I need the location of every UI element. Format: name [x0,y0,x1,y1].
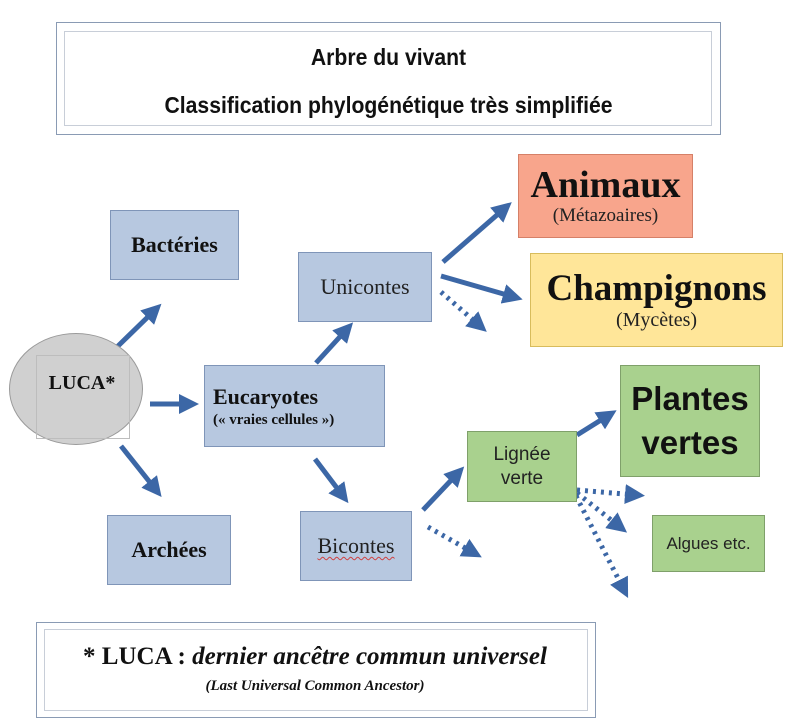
node-animaux-sublabel: (Métazoaires) [552,205,659,226]
footnote-definition-line: * LUCA : dernier ancêtre commun universe… [36,643,594,671]
node-champignons-sublabel: (Mycètes) [615,309,698,331]
node-luca-label: LUCA* [48,372,116,394]
diagram-subtitle: Classification phylogénétique très simpl… [164,92,613,118]
dotted-arrow-lignee-other-1 [576,484,645,505]
node-eucaryotes-sublabel: (« vraies cellules ») [213,411,335,428]
node-plantes-vertes: Plantes vertes [620,365,760,477]
arrow-bicontes-lignee [421,466,465,512]
arrow-luca-archees [119,444,162,498]
node-plantes-vertes-line2: vertes [641,424,739,461]
node-bicontes: Bicontes [300,511,412,581]
node-champignons-label: Champignons [546,268,767,309]
arrow-eucaryotes-unicontes [314,322,354,365]
dotted-arrow-lignee-other-2 [573,494,629,599]
dotted-arrow-bicontes-other [426,524,482,558]
arrow-unicontes-animaux [441,202,512,264]
node-unicontes: Unicontes [298,252,432,322]
dotted-arrow-unicontes-other [439,290,487,332]
node-eucaryotes: Eucaryotes (« vraies cellules ») [204,365,385,447]
node-lignee-verte-line1: Lignée [493,443,551,465]
node-animaux-label: Animaux [530,164,681,206]
arrow-unicontes-champignons [440,273,523,304]
node-bacteries-label: Bactéries [131,232,218,257]
node-luca-inner-frame [36,355,130,439]
arrow-luca-bacteries [115,303,162,349]
node-algues: Algues etc. [652,515,765,572]
node-animaux: Animaux (Métazoaires) [518,154,693,238]
footnote-english: (Last Universal Common Ancestor) [205,678,425,694]
node-lignee-verte: Lignée verte [467,431,577,502]
node-bacteries: Bactéries [110,210,239,280]
node-archees-label: Archées [131,537,207,562]
title-inner-frame [64,31,712,126]
node-unicontes-label: Unicontes [320,274,410,299]
arrow-lignee-plantes [575,410,617,438]
node-bicontes-label: Bicontes [317,533,395,558]
title-frame [56,22,721,135]
node-lignee-verte-line2: verte [500,467,544,489]
node-algues-label: Algues etc. [666,533,751,553]
footnote-frame [36,622,596,718]
diagram-title: Arbre du vivant [310,44,467,70]
node-plantes-vertes-line1: Plantes [631,380,749,417]
footnote-prefix: * LUCA : [83,643,193,670]
node-archees: Archées [107,515,231,585]
footnote-inner-frame [44,629,588,711]
node-luca [9,333,143,445]
dotted-arrow-lignee-algues [575,491,628,533]
node-champignons: Champignons (Mycètes) [530,253,783,347]
arrow-eucaryotes-bicontes [313,457,349,504]
footnote-definition: dernier ancêtre commun universel [192,643,547,670]
node-eucaryotes-label: Eucaryotes [213,383,319,409]
